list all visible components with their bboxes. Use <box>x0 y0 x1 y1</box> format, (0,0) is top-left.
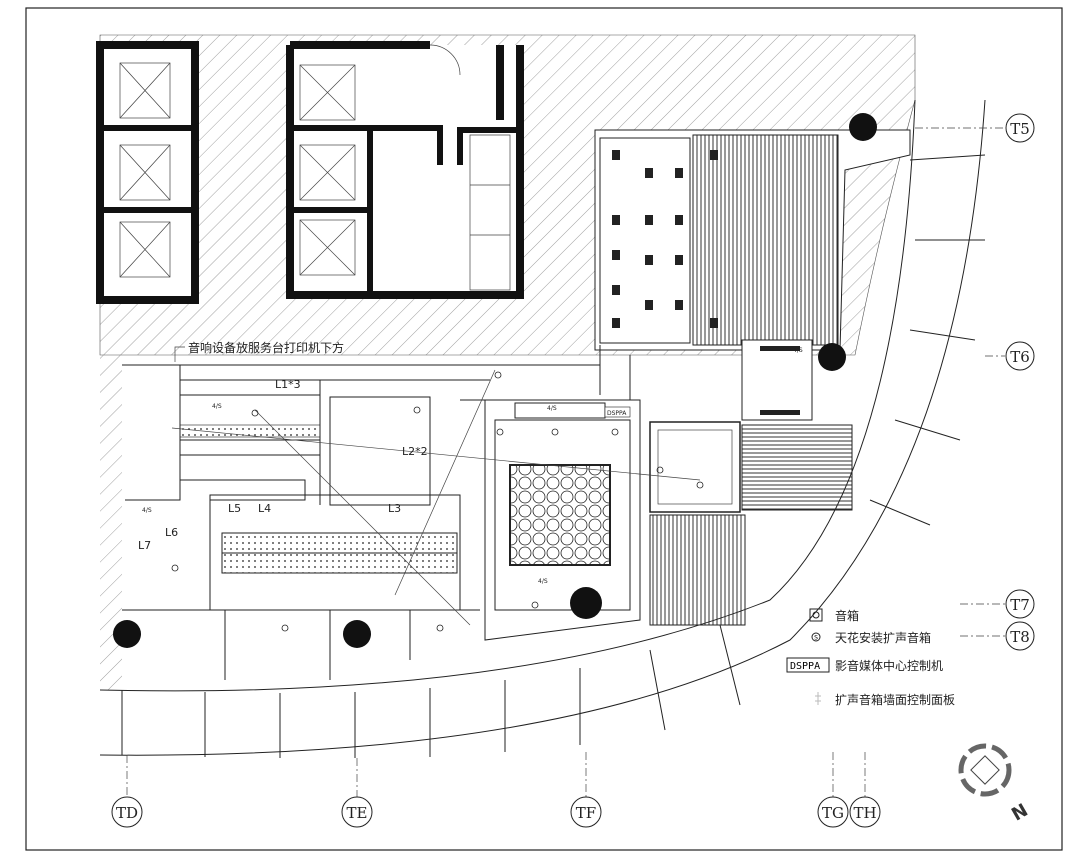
svg-text:DSPPA: DSPPA <box>790 661 820 672</box>
svg-text:TF: TF <box>576 804 596 822</box>
elevator-core-right <box>286 41 524 299</box>
room-label-l7: L7 <box>138 539 151 552</box>
stair-lower <box>649 514 746 626</box>
legend-label: 影音媒体中心控制机 <box>835 658 943 673</box>
lecture-room <box>594 129 911 351</box>
legend-label: 音箱 <box>835 608 859 623</box>
speaker-tag: 4/S <box>547 405 557 412</box>
legend: 音箱 S 天花安装扩声音箱 DSPPA 影音媒体中心控制机 扩声音箱墙面控制面板 <box>786 608 955 707</box>
equipment-room <box>741 339 813 421</box>
svg-text:TD: TD <box>116 804 138 822</box>
svg-text:T5: T5 <box>1010 120 1030 138</box>
room-label-l5: L5 <box>228 502 241 515</box>
structural-columns <box>113 113 877 648</box>
room-label-l4: L4 <box>258 502 271 515</box>
ceiling-feature <box>509 464 611 566</box>
dsppa-tag: DSPPA <box>607 410 627 417</box>
speaker-tag: 4/S <box>538 578 548 585</box>
legend-label: 天花安装扩声音箱 <box>835 630 931 645</box>
svg-text:T6: T6 <box>1010 348 1030 366</box>
svg-text:S: S <box>814 635 818 642</box>
speaker-box-icon <box>809 608 823 622</box>
room-label-l1: L1*3 <box>275 378 301 391</box>
lobby-room <box>649 421 741 513</box>
elevator-core-left <box>96 41 199 304</box>
hatched-left-wall <box>100 355 122 690</box>
svg-text:N: N <box>1008 800 1032 826</box>
annotation-audio-equipment: 音响设备放服务台打印机下方 <box>188 340 344 355</box>
room-label-l6: L6 <box>165 526 178 539</box>
drawing-frame <box>25 7 1063 851</box>
svg-text:TE: TE <box>347 804 368 822</box>
room-label-l3: L3 <box>388 502 401 515</box>
speaker-tag: 4/S <box>142 507 152 514</box>
stair-area <box>741 424 853 511</box>
legend-label: 扩声音箱墙面控制面板 <box>835 692 955 707</box>
svg-text:TH: TH <box>853 804 876 822</box>
dsppa-box-icon <box>786 657 830 673</box>
north-arrow: N <box>958 743 1032 826</box>
wall-panel-icon <box>815 692 821 705</box>
svg-text:T7: T7 <box>1010 596 1030 614</box>
curved-facade <box>99 99 986 758</box>
grid-axis-bottom: TD TE TF TG TH <box>111 752 881 828</box>
speaker-tag: 4/S <box>793 347 803 354</box>
ceiling-speakers <box>171 371 704 632</box>
grid-axis-right: T5 T6 T7 T8 <box>915 113 1035 651</box>
svg-text:TG: TG <box>822 804 844 822</box>
speaker-tag: 4/S <box>212 403 222 410</box>
counter-strip <box>179 424 321 438</box>
ceiling-speaker-icon <box>811 632 821 642</box>
svg-text:T8: T8 <box>1010 628 1030 646</box>
room-label-l2: L2*2 <box>402 445 428 458</box>
